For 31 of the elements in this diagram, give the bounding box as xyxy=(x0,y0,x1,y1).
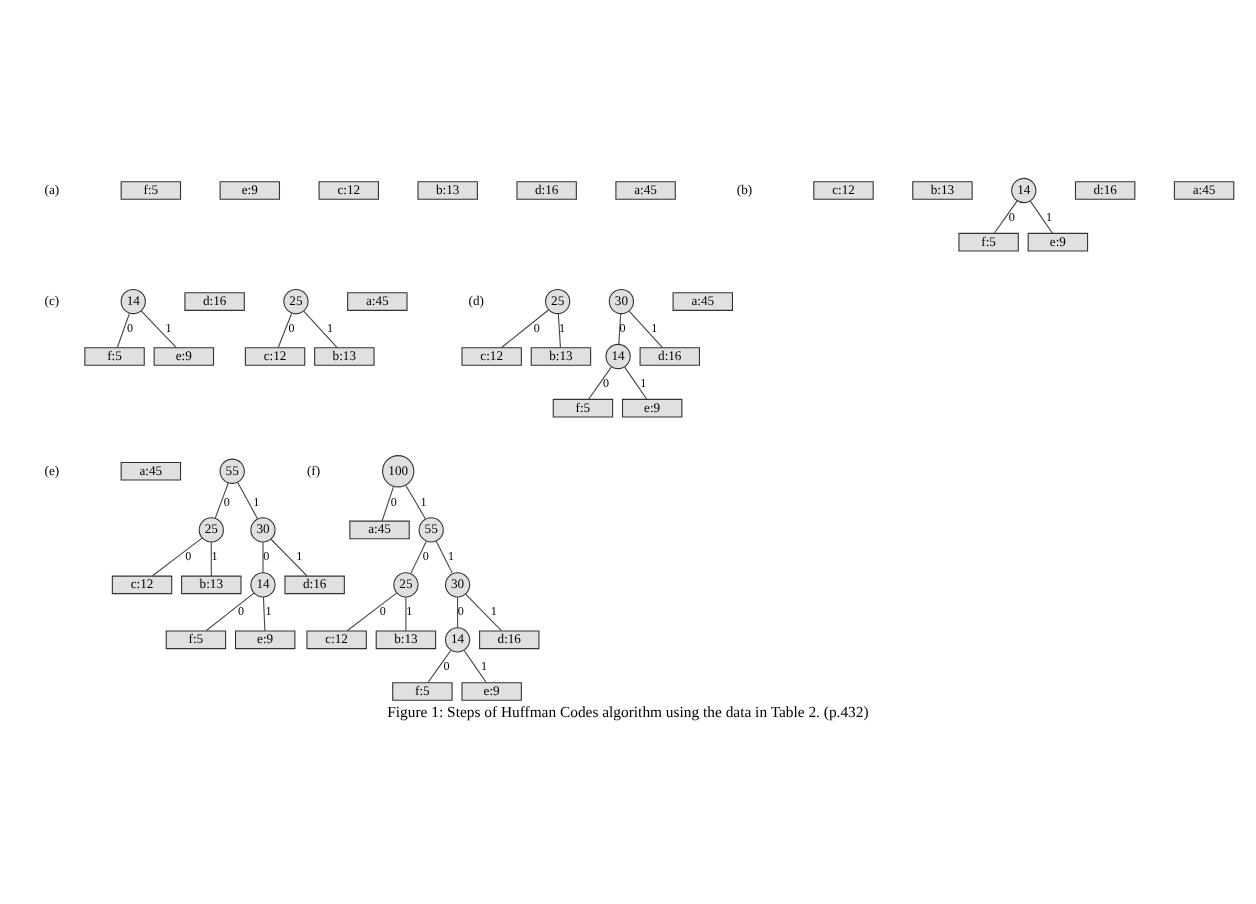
connector xyxy=(210,541,212,577)
connector xyxy=(277,312,293,349)
connector xyxy=(405,596,407,632)
connector xyxy=(214,482,229,519)
connector xyxy=(410,540,427,575)
connector xyxy=(501,309,549,348)
connector xyxy=(152,537,203,577)
connector xyxy=(465,593,502,632)
connector xyxy=(457,596,459,629)
caption: Figure 1: Steps of Huffman Codes algorithm using the data in Table 2. (p.432) xyxy=(387,703,869,722)
connector xyxy=(618,313,622,345)
connector xyxy=(427,649,452,684)
connector xyxy=(1029,200,1053,234)
connector xyxy=(237,481,259,520)
connector xyxy=(463,649,487,684)
connector xyxy=(628,310,664,349)
connector xyxy=(346,592,398,632)
connector xyxy=(405,484,427,520)
connector xyxy=(303,310,338,349)
connector xyxy=(557,313,561,349)
connector xyxy=(381,486,395,522)
connector xyxy=(270,538,308,577)
connector xyxy=(262,541,264,574)
connector xyxy=(205,592,255,632)
connector xyxy=(435,540,454,575)
connector xyxy=(993,200,1018,234)
connector xyxy=(262,596,266,632)
connector xyxy=(140,310,177,348)
connector xyxy=(624,366,648,400)
connector xyxy=(116,312,130,349)
connector xyxy=(588,366,612,400)
